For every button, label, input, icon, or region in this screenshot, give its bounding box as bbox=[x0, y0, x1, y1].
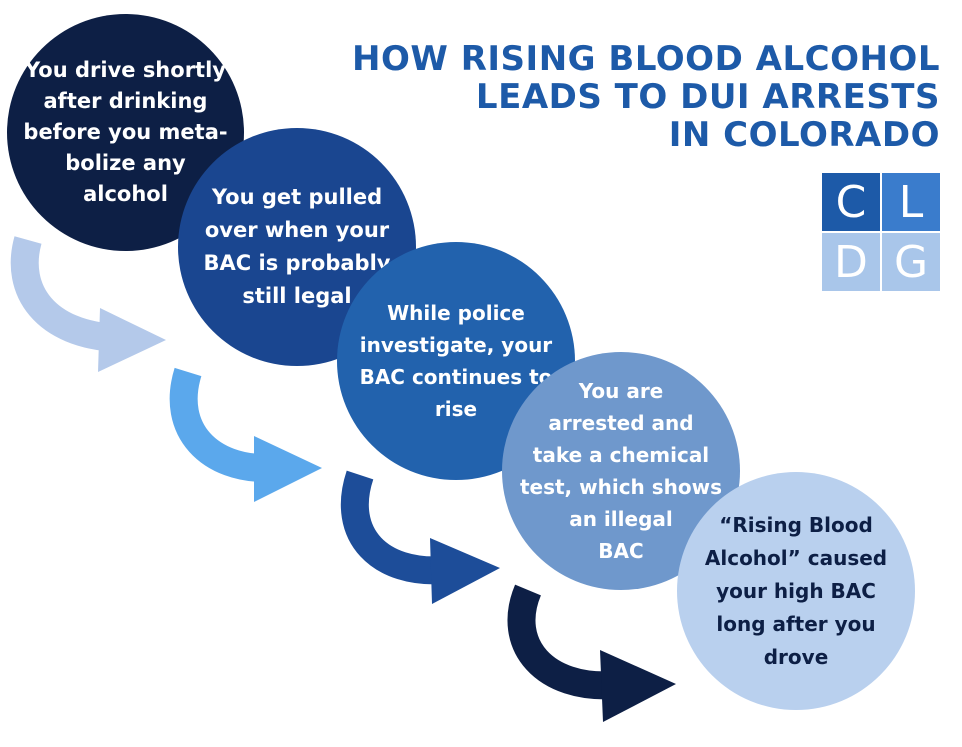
logo-letter-c: C bbox=[822, 173, 880, 231]
step-2-text: You get pulled over when your BAC is pro… bbox=[204, 181, 391, 313]
step-3-line: rise bbox=[434, 397, 478, 421]
step-5-line: Alcohol” caused bbox=[704, 545, 888, 570]
step-2-line: still legal bbox=[242, 284, 352, 308]
step-1-line: bolize any bbox=[65, 151, 186, 175]
step-1-text: You drive shortly after drinking before … bbox=[23, 55, 227, 210]
step-3-line: While police bbox=[387, 301, 525, 325]
step-2-line: over when your bbox=[204, 218, 390, 242]
step-1-line: You drive shortly bbox=[25, 58, 226, 82]
step-3-text: While police investigate, your BAC conti… bbox=[360, 297, 553, 425]
title-line-1: HOW RISING BLOOD ALCOHOL bbox=[352, 39, 940, 79]
step-5-line: “Rising Blood bbox=[719, 512, 873, 537]
arrow-4 bbox=[507, 584, 676, 722]
infographic-title: HOW RISING BLOOD ALCOHOL LEADS TO DUI AR… bbox=[352, 40, 940, 154]
step-1-line: after drinking bbox=[43, 89, 208, 113]
arrow-1 bbox=[10, 236, 166, 372]
step-5-text: “Rising Blood Alcohol” caused your high … bbox=[705, 509, 887, 674]
step-4-circle: You are arrested and take a chemical tes… bbox=[502, 352, 740, 590]
step-1-circle: You drive shortly after drinking before … bbox=[7, 14, 244, 251]
step-4-line: take a chemical bbox=[532, 443, 710, 467]
logo-letter-l: L bbox=[882, 173, 940, 231]
step-3-line: BAC continues to bbox=[359, 365, 553, 389]
step-5-line: drove bbox=[763, 644, 829, 669]
step-3-line: investigate, your bbox=[359, 333, 553, 357]
step-2-line: BAC is probably bbox=[203, 251, 391, 275]
cldg-logo: C L D G bbox=[822, 173, 940, 291]
step-4-line: You are bbox=[578, 379, 664, 403]
step-5-line: your high BAC bbox=[716, 578, 876, 603]
step-4-line: test, which shows bbox=[519, 475, 723, 499]
step-4-line: arrested and bbox=[548, 411, 694, 435]
step-2-line: You get pulled bbox=[211, 185, 383, 209]
logo-letter-d: D bbox=[822, 233, 880, 291]
title-line-2: LEADS TO DUI ARRESTS bbox=[475, 77, 940, 117]
title-line-3: IN COLORADO bbox=[668, 115, 940, 155]
arrow-3 bbox=[341, 470, 500, 604]
step-5-circle: “Rising Blood Alcohol” caused your high … bbox=[677, 472, 915, 710]
step-4-line: BAC bbox=[598, 539, 644, 563]
step-1-line: before you meta- bbox=[23, 120, 228, 144]
step-4-line: an illegal bbox=[569, 507, 673, 531]
step-4-text: You are arrested and take a chemical tes… bbox=[520, 375, 722, 567]
step-1-line: alcohol bbox=[83, 182, 168, 206]
logo-letter-g: G bbox=[882, 233, 940, 291]
arrow-2 bbox=[169, 367, 322, 502]
step-5-line: long after you bbox=[716, 611, 876, 636]
